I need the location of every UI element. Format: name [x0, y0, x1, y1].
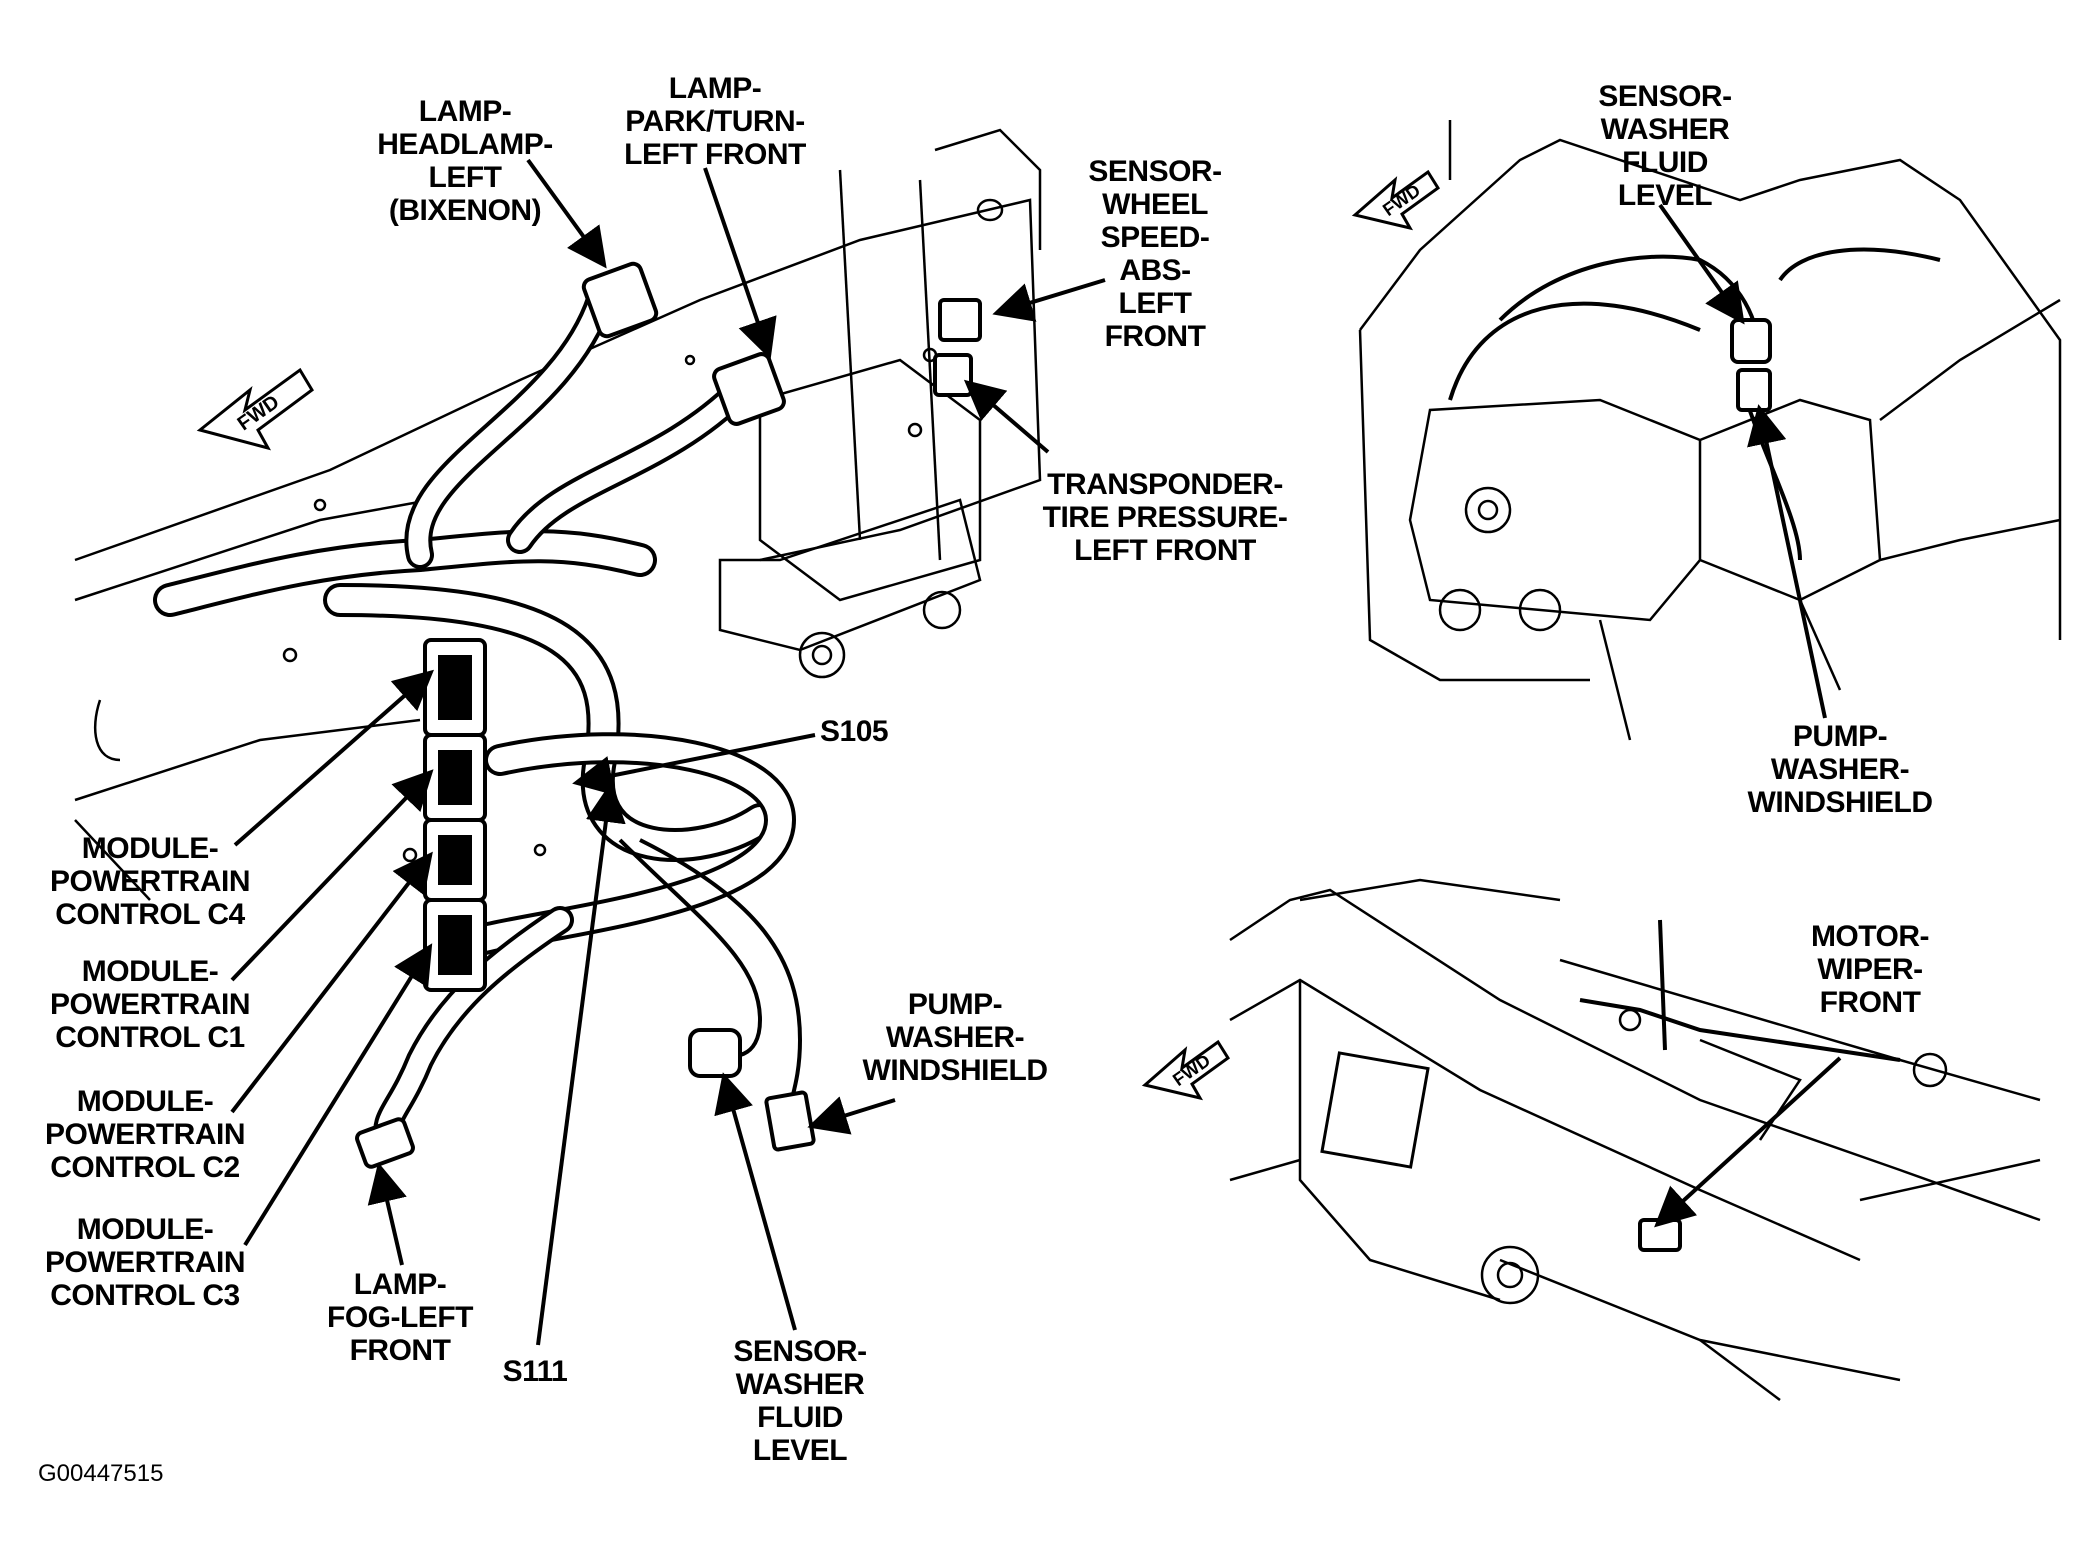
callout-pcm-c3: MODULE- POWERTRAIN CONTROL C3 — [35, 1213, 255, 1312]
label-line: SPEED- — [1100, 221, 1210, 254]
label-line: LAMP- — [418, 95, 512, 128]
label-line: CONTROL C2 — [50, 1151, 240, 1184]
label-line: S111 — [502, 1355, 568, 1388]
label-line: WIPER- — [1817, 953, 1923, 986]
label-line: SENSOR- — [733, 1335, 867, 1368]
label-line: PUMP- — [1792, 720, 1888, 753]
callout-pcm-c1: MODULE- POWERTRAIN CONTROL C1 — [40, 955, 260, 1054]
label-line: TIRE PRESSURE- — [1042, 501, 1288, 534]
bottom-right-view: FWD — [1141, 878, 2041, 1401]
callout-motor-wiper-front: MOTOR- WIPER- FRONT — [1785, 920, 1955, 1019]
label-line: LEFT FRONT — [624, 138, 806, 171]
label-line: FOG-LEFT — [327, 1301, 473, 1334]
label-line: WHEEL — [1102, 188, 1208, 221]
label-line: PARK/TURN- — [625, 105, 805, 138]
fwd-arrow-bottom-right: FWD — [1141, 1039, 1231, 1101]
label-line: FLUID — [757, 1401, 843, 1434]
figure-id: G00447515 — [38, 1460, 164, 1487]
label-line: S105 — [820, 715, 889, 748]
label-line: CONTROL C4 — [55, 898, 245, 931]
callout-transponder-tire-pressure: TRANSPONDER- TIRE PRESSURE- LEFT FRONT — [1035, 468, 1295, 567]
label-line: (BIXENON) — [388, 194, 542, 227]
label-line: HEADLAMP- — [377, 128, 553, 161]
label-line: FLUID — [1622, 146, 1708, 179]
callout-s111: S111 — [490, 1355, 580, 1388]
label-line: POWERTRAIN — [50, 865, 251, 898]
pcm-connector-stack — [423, 638, 487, 992]
label-line: CONTROL C3 — [50, 1279, 240, 1312]
callout-lamp-fog-left: LAMP- FOG-LEFT FRONT — [325, 1268, 475, 1367]
callout-s105: S105 — [820, 715, 910, 748]
top-right-view: FWD — [1351, 120, 2062, 741]
left-view-harness — [153, 261, 982, 1169]
label-line: WASHER- — [1770, 753, 1910, 786]
label-line: WINDSHIELD — [1747, 786, 1934, 819]
label-line: MODULE- — [76, 1085, 214, 1118]
left-view-body: FWD — [74, 128, 1042, 901]
callout-sensor-washer-fluid-right: SENSOR- WASHER FLUID LEVEL — [1575, 80, 1755, 212]
label-line: PUMP- — [907, 988, 1003, 1021]
callout-lamp-headlamp-left: LAMP- HEADLAMP- LEFT (BIXENON) — [365, 95, 565, 227]
left-view-leaders — [230, 158, 1106, 1346]
label-line: LEVEL — [752, 1434, 848, 1467]
label-line: CONTROL C1 — [55, 1021, 245, 1054]
label-line: LEVEL — [1617, 179, 1713, 212]
label-line: WASHER- — [885, 1021, 1025, 1054]
callout-lamp-park-turn: LAMP- PARK/TURN- LEFT FRONT — [610, 72, 820, 171]
callout-pump-washer-right: PUMP- WASHER- WINDSHIELD — [1725, 720, 1955, 819]
callout-pcm-c4: MODULE- POWERTRAIN CONTROL C4 — [40, 832, 260, 931]
callout-pump-washer-left: PUMP- WASHER- WINDSHIELD — [840, 988, 1070, 1087]
label-line: LEFT — [1118, 287, 1193, 320]
callout-sensor-washer-fluid-left: SENSOR- WASHER FLUID LEVEL — [715, 1335, 885, 1467]
label-line: LEFT FRONT — [1074, 534, 1256, 567]
fwd-arrow-left: FWD — [196, 367, 314, 451]
label-line: MODULE- — [81, 832, 219, 865]
label-line: LAMP- — [353, 1268, 447, 1301]
label-line: ABS- — [1119, 254, 1191, 287]
label-line: FRONT — [349, 1334, 451, 1367]
label-line: LAMP- — [668, 72, 762, 105]
label-line: POWERTRAIN — [45, 1246, 246, 1279]
callout-sensor-wheel-speed: SENSOR- WHEEL SPEED- ABS- LEFT FRONT — [1075, 155, 1235, 353]
callout-pcm-c2: MODULE- POWERTRAIN CONTROL C2 — [35, 1085, 255, 1184]
label-line: WINDSHIELD — [862, 1054, 1049, 1087]
label-line: WASHER — [1600, 113, 1730, 146]
label-line: FRONT — [1819, 986, 1921, 1019]
label-line: SENSOR- — [1088, 155, 1222, 188]
label-line: MODULE- — [81, 955, 219, 988]
label-line: WASHER — [735, 1368, 865, 1401]
label-line: FRONT — [1104, 320, 1206, 353]
label-line: LEFT — [428, 161, 503, 194]
label-line: MODULE- — [76, 1213, 214, 1246]
fwd-arrow-top-right: FWD — [1351, 169, 1441, 231]
label-line: TRANSPONDER- — [1047, 468, 1283, 501]
label-line: POWERTRAIN — [50, 988, 251, 1021]
label-line: POWERTRAIN — [45, 1118, 246, 1151]
label-line: MOTOR- — [1810, 920, 1930, 953]
label-line: SENSOR- — [1598, 80, 1732, 113]
